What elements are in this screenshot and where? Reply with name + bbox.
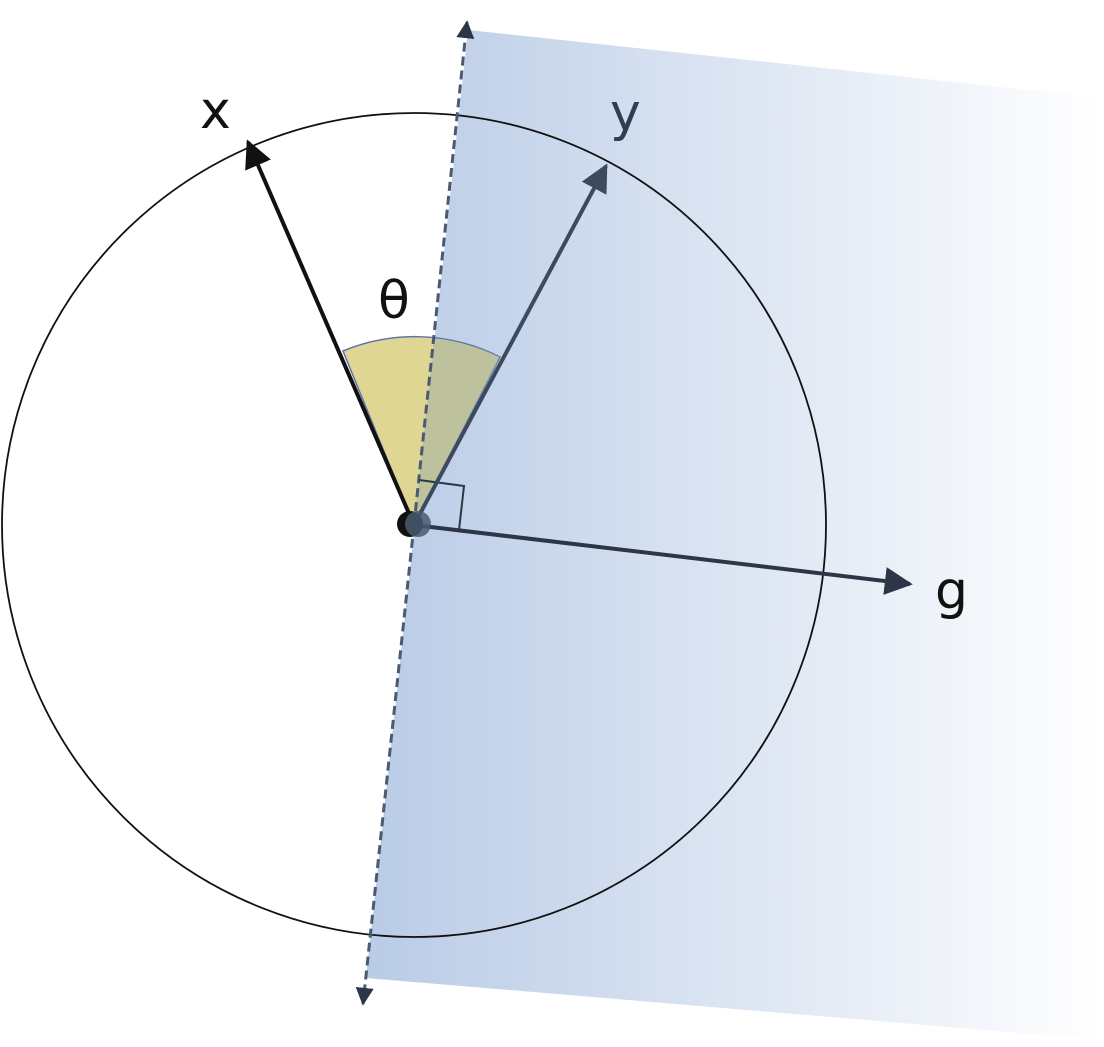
vector-x-arrow xyxy=(245,139,416,526)
label-theta: θ xyxy=(378,271,410,331)
vector-g-arrow xyxy=(413,523,913,595)
origin-point-overlay xyxy=(405,511,431,537)
half-plane-boundary-line xyxy=(412,20,475,526)
half-plane-boundary-line-lower xyxy=(355,524,416,1006)
reference-circle xyxy=(1,112,827,938)
label-g: g xyxy=(935,561,968,621)
theta-angle-sector-overlap xyxy=(414,339,500,525)
vector-y-arrow xyxy=(412,163,608,526)
right-angle-marker xyxy=(418,479,466,531)
label-x: x xyxy=(200,81,231,141)
label-y: y xyxy=(610,83,641,143)
half-plane-region xyxy=(366,30,1104,1040)
